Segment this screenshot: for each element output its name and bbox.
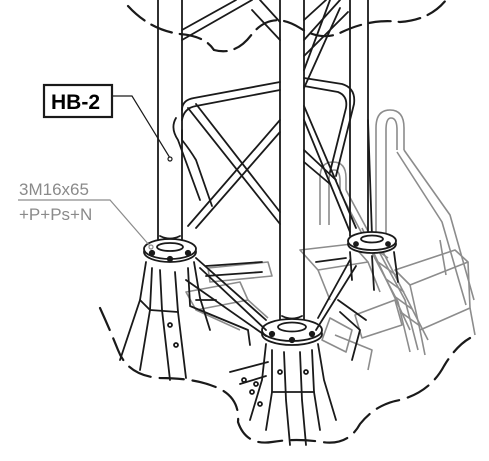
right-base <box>347 231 399 291</box>
bolt-extras-text: +P+Ps+N <box>19 205 92 224</box>
bolt-spec-text: 3M16x65 <box>19 180 89 199</box>
part-label: HB-2 <box>42 83 173 162</box>
cross-bracing <box>172 0 373 237</box>
part-label-text: HB-2 <box>51 91 100 114</box>
left-leg <box>157 0 183 251</box>
ladder-background <box>185 109 476 371</box>
part-leader-line <box>112 95 171 159</box>
center-leg <box>279 0 305 331</box>
right-leg <box>349 0 369 237</box>
part-leader-dot <box>167 156 173 162</box>
part-label-box <box>42 83 114 119</box>
tower-structure <box>119 0 399 446</box>
bolt-underline <box>18 199 151 247</box>
bottom-break-line <box>98 306 472 444</box>
top-break-line <box>126 0 448 53</box>
left-base <box>119 238 211 381</box>
bolt-leader-dot <box>148 244 154 250</box>
base-beams <box>185 257 367 395</box>
bolt-label: 3M16x65 +P+Ps+N <box>18 180 154 250</box>
center-base <box>249 318 337 446</box>
